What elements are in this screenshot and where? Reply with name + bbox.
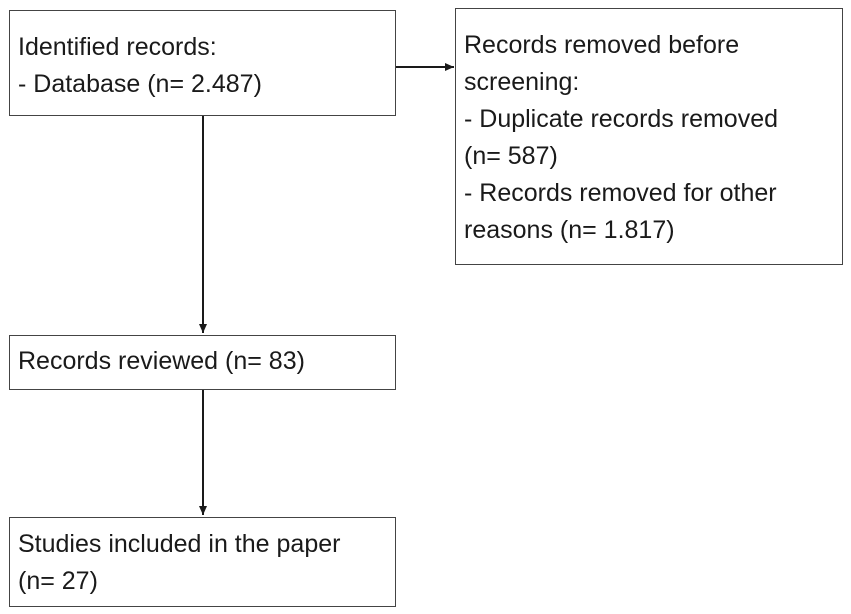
- records-removed-box: Records removed before screening: - Dupl…: [455, 8, 843, 265]
- studies-included-box: Studies included in the paper (n= 27): [9, 517, 396, 607]
- identified-records-database: - Database (n= 2.487): [18, 70, 262, 98]
- studies-included-label: Studies included in the paper: [18, 530, 341, 558]
- records-removed-title-line2: screening:: [464, 68, 580, 96]
- identified-records-box: Identified records: - Database (n= 2.487…: [9, 10, 396, 116]
- other-reasons-label: - Records removed for other: [464, 179, 777, 207]
- other-reasons-count: reasons (n= 1.817): [464, 216, 675, 244]
- studies-included-count: (n= 27): [18, 567, 98, 595]
- duplicate-records-label: - Duplicate records removed: [464, 105, 779, 133]
- duplicate-records-count: (n= 587): [464, 142, 558, 170]
- records-reviewed-box: Records reviewed (n= 83): [9, 335, 396, 390]
- records-reviewed-label: Records reviewed (n= 83): [18, 347, 305, 375]
- identified-records-title: Identified records:: [18, 33, 217, 61]
- records-removed-title-line1: Records removed before: [464, 31, 740, 59]
